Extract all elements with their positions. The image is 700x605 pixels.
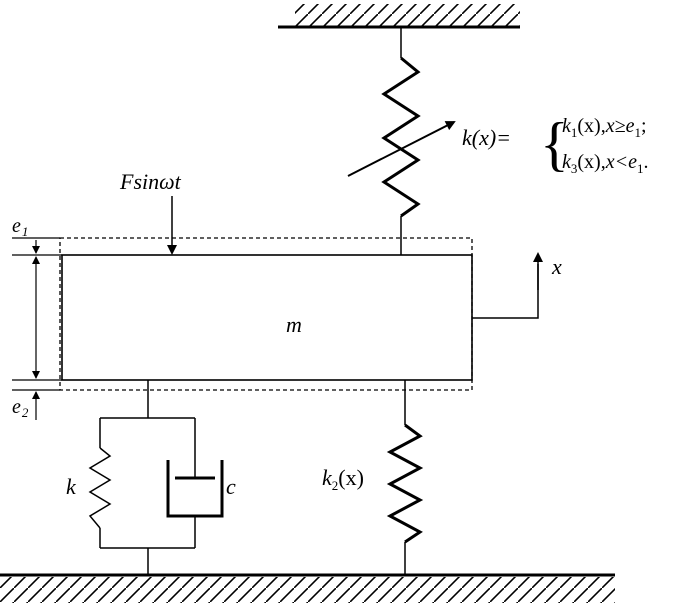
displacement-axis <box>472 264 539 319</box>
case2-cond-sub: 1 <box>637 161 644 176</box>
mass-block <box>61 254 473 381</box>
k2-letter: k <box>322 465 333 490</box>
case1-cond-sub: 1 <box>634 125 641 140</box>
piecewise-brace: { <box>540 111 569 177</box>
e1-subscript: 1 <box>22 224 29 239</box>
e2-letter: e <box>12 396 21 418</box>
case2-sub: 3 <box>571 161 578 176</box>
top-ground <box>278 4 520 29</box>
k2-arg: (x) <box>338 465 364 490</box>
case1-cond: x≥e <box>605 115 635 137</box>
axis-label: x <box>551 254 562 279</box>
clearance-envelope <box>59 237 473 391</box>
mass-label: m <box>286 312 302 337</box>
piecewise-case1: k1(x),x≥e1; <box>562 115 647 140</box>
force-label: Fsinωt <box>119 169 182 194</box>
case1-arg: (x), <box>577 115 605 137</box>
dimension-lines <box>12 237 62 420</box>
case2-k: k <box>562 151 572 173</box>
case2-cond: x<e <box>605 151 637 173</box>
case1-end: ; <box>641 115 647 137</box>
variable-stiffness-arrow <box>347 121 456 177</box>
e2-label: e2 <box>12 396 29 420</box>
case2-end: . <box>643 151 648 173</box>
k2-label: k2(x) <box>322 465 364 493</box>
case1-sub: 1 <box>571 125 578 140</box>
e1-label: e1 <box>12 215 28 239</box>
piecewise-case2: k3(x),x<e1. <box>562 151 648 176</box>
e2-subscript: 2 <box>22 405 29 420</box>
lower-left-spring <box>88 447 112 529</box>
case2-arg: (x), <box>577 151 605 173</box>
damper-spring-frame <box>99 380 196 575</box>
lower-right-spring <box>386 380 424 575</box>
piecewise-lhs: k(x)= <box>462 125 511 150</box>
damper <box>166 453 224 518</box>
upper-spring <box>381 27 421 255</box>
k2-subscript: 2 <box>332 478 339 493</box>
bottom-ground <box>0 573 615 603</box>
case1-k: k <box>562 115 572 137</box>
e1-letter: e <box>12 215 21 237</box>
damper-spring-label: k <box>66 474 77 499</box>
damper-label: c <box>226 474 236 499</box>
